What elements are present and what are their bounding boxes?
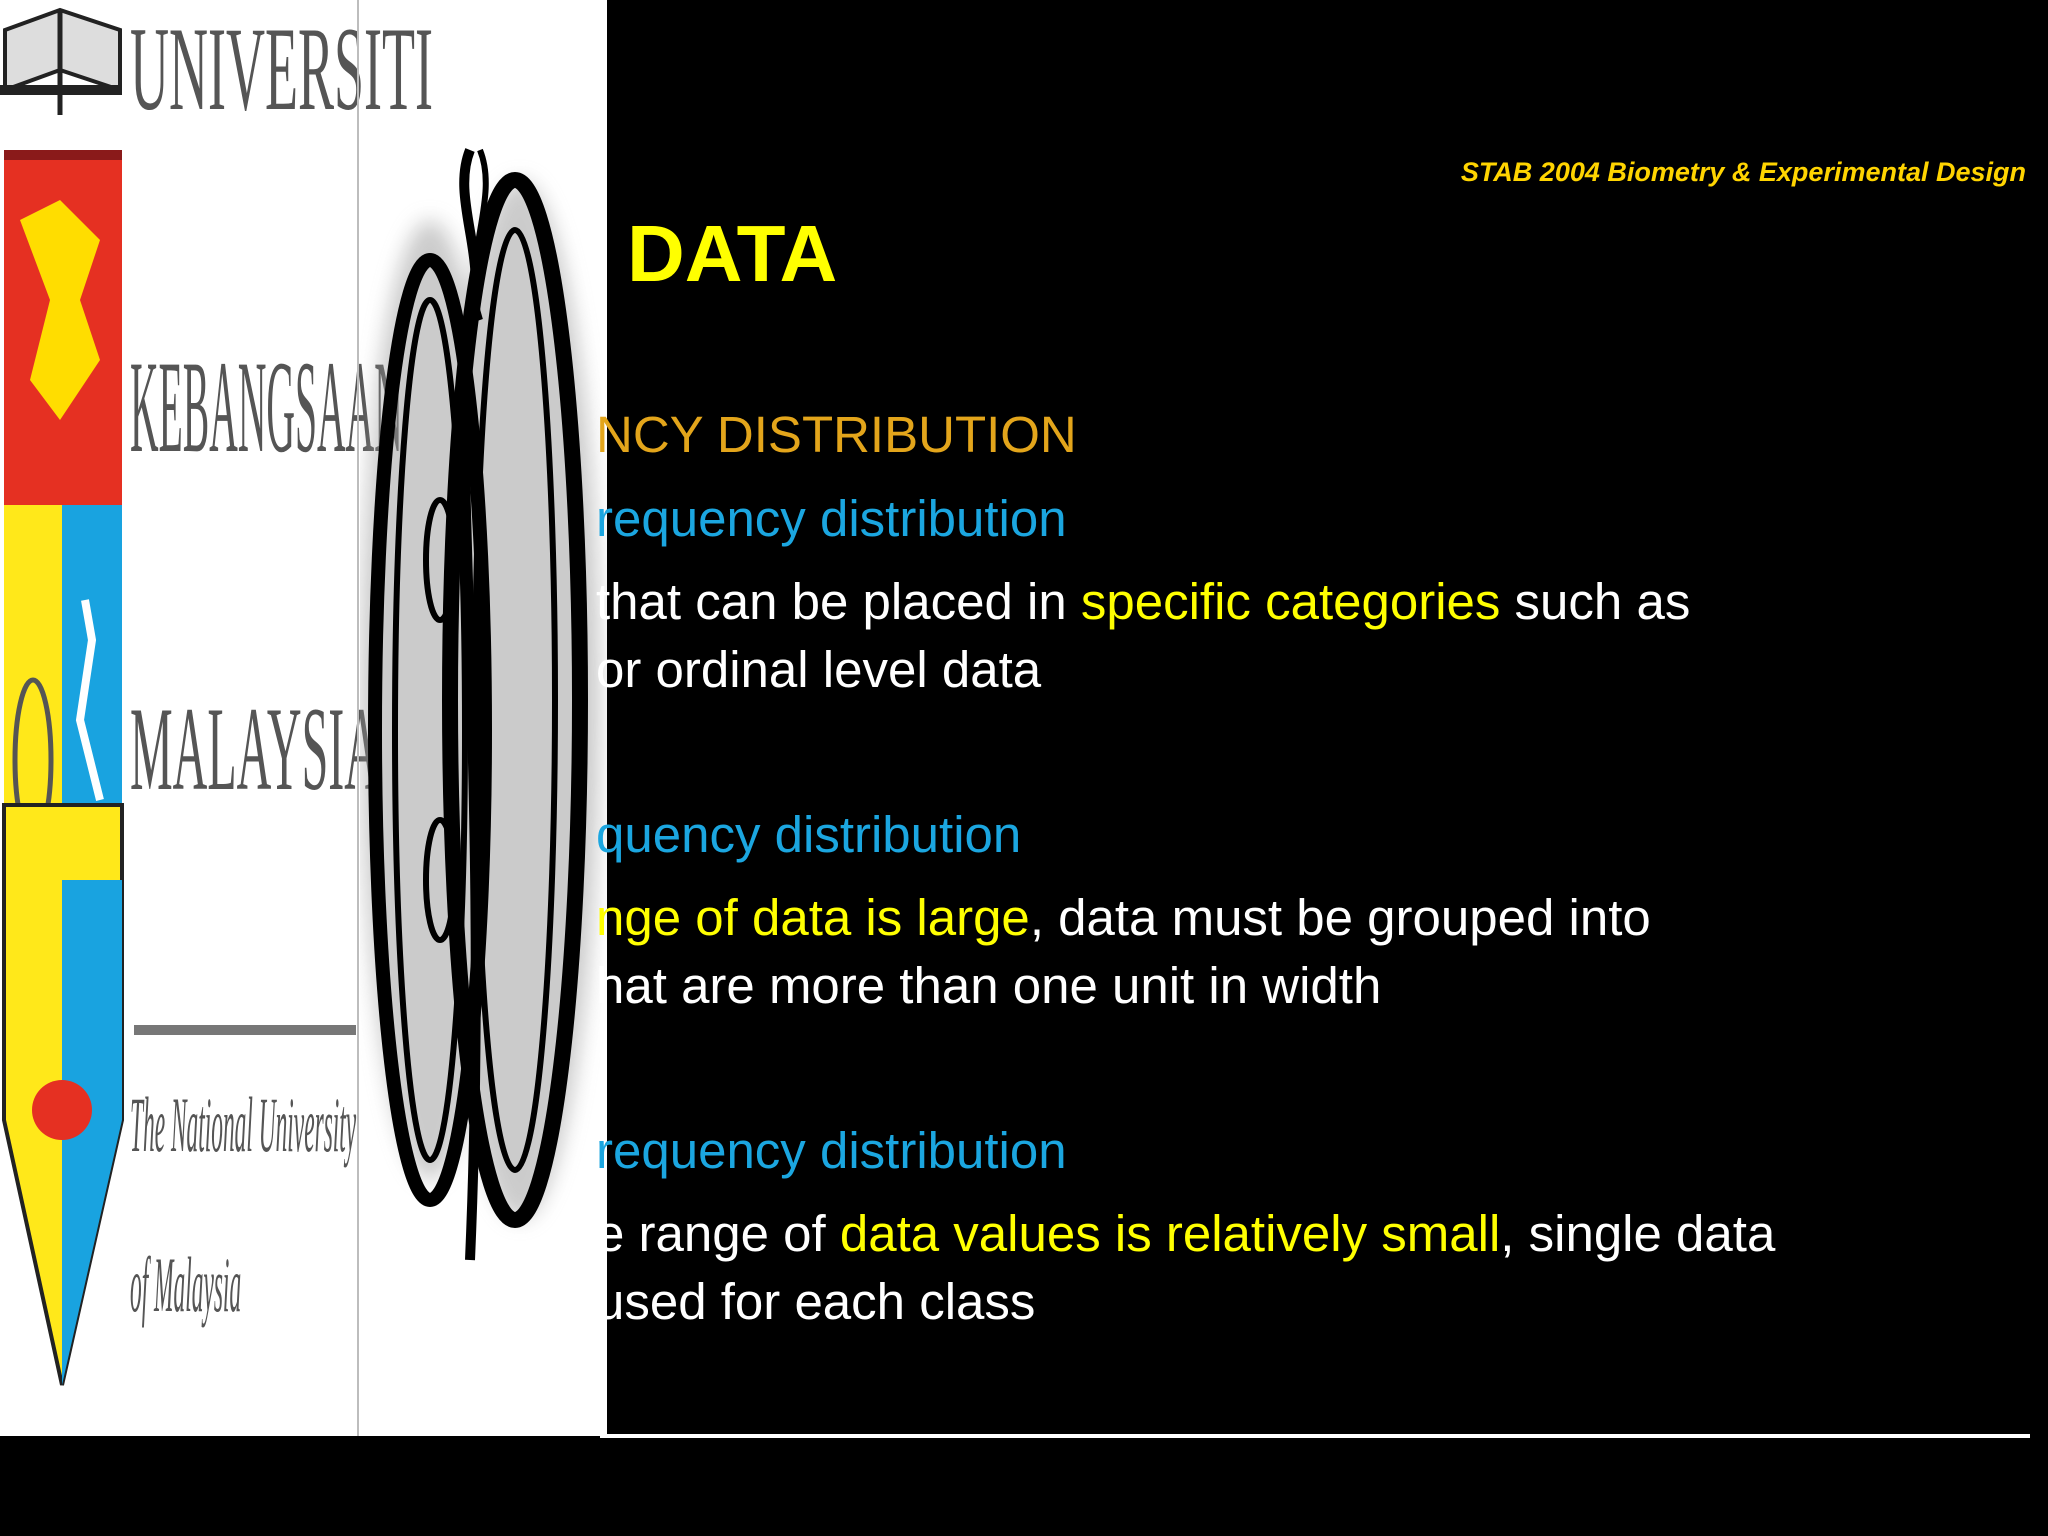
- section-2-subheading: quency distribution: [596, 806, 1022, 863]
- section-2-line-1: nge of data is large, data must be group…: [596, 888, 1651, 947]
- section-3-line-2: used for each class: [596, 1272, 1035, 1331]
- english-name-line-1: The National University: [130, 1081, 357, 1168]
- english-name-line-2: of Malaysia: [130, 1241, 242, 1328]
- logo-rule: [134, 1025, 356, 1035]
- university-word-3: MALAYSIA: [130, 682, 379, 815]
- university-logo-panel: UNIVERSITI KEBANGSAAN MALAYSIA The Natio…: [0, 0, 607, 1436]
- section-2-line-2: hat are more than one unit in width: [596, 956, 1381, 1015]
- logo-divider: [357, 0, 359, 1436]
- section-3-subheading: requency distribution: [596, 1122, 1067, 1179]
- section-3-highlight: data values is relatively small: [839, 1205, 1501, 1262]
- section-1-line-2: or ordinal level data: [596, 640, 1041, 699]
- slide-title: DATA: [627, 209, 838, 298]
- university-name: UNIVERSITI KEBANGSAAN MALAYSIA The Natio…: [130, 0, 433, 1436]
- section-3-line-1: e range of data values is relatively sma…: [596, 1204, 1775, 1263]
- university-word-1: UNIVERSITI: [130, 2, 433, 135]
- course-title: STAB 2004 Biometry & Experimental Design: [1460, 157, 2026, 187]
- section-1-subheading: requency distribution: [596, 490, 1067, 547]
- section-2-text: hat are more than one unit in width: [596, 957, 1382, 1014]
- section-2-highlight: nge of data is large: [596, 889, 1030, 946]
- section-1-line-1: that can be placed in specific categorie…: [596, 572, 1690, 631]
- section-2-text: , data must be grouped into: [1029, 889, 1651, 946]
- section-1-text: that can be placed in: [596, 573, 1081, 630]
- content-heading: NCY DISTRIBUTION: [596, 406, 1077, 463]
- section-1-text: or ordinal level data: [596, 641, 1042, 698]
- university-crest-icon: [0, 0, 125, 1386]
- section-1-text: such as: [1500, 573, 1691, 630]
- section-3-text: e range of: [596, 1205, 840, 1262]
- section-3-text: , single data: [1500, 1205, 1776, 1262]
- section-3-text: used for each class: [596, 1273, 1036, 1330]
- footer-rule: [600, 1434, 2030, 1438]
- section-1-highlight: specific categories: [1080, 573, 1501, 630]
- decorative-swirl-icon: [360, 148, 600, 1261]
